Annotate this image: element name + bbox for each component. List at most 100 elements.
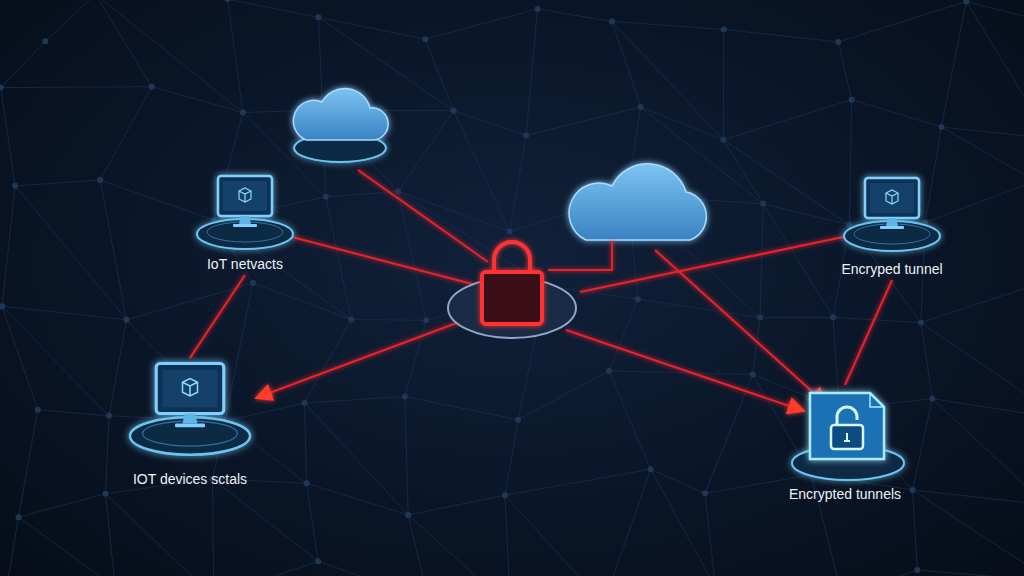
mesh-line <box>510 135 526 231</box>
secure-document-icon <box>760 383 930 485</box>
mesh-line <box>763 204 849 225</box>
monitor-icon <box>822 172 962 260</box>
mesh-line <box>932 399 1024 505</box>
mesh-line <box>425 9 537 39</box>
mesh-line <box>408 515 510 576</box>
mesh-line <box>612 21 724 29</box>
connection-lines <box>256 170 848 411</box>
mesh-line <box>305 403 409 515</box>
mesh-line <box>852 100 942 127</box>
mesh-line <box>505 469 651 495</box>
mesh-line <box>505 420 518 495</box>
mesh-dot <box>149 84 155 90</box>
mesh-line <box>305 403 307 483</box>
mesh-line <box>833 317 921 322</box>
mesh-line <box>100 180 214 220</box>
connector-line <box>190 275 245 358</box>
mesh-dot <box>914 567 920 573</box>
mesh-line <box>651 469 716 576</box>
mesh-line <box>318 561 428 576</box>
mesh-line <box>100 87 152 180</box>
mesh-dot <box>606 368 612 374</box>
mesh-line <box>454 111 526 136</box>
mesh-line <box>18 494 105 517</box>
connection-line <box>548 241 612 270</box>
mesh-line <box>724 29 839 42</box>
device-node: Encrypted tunnels <box>754 383 936 503</box>
mesh-dot <box>849 97 855 103</box>
mesh-line <box>398 192 426 321</box>
mesh-dot <box>315 558 321 564</box>
mesh-dot <box>35 407 41 413</box>
mesh-line <box>612 21 723 139</box>
mesh-dot <box>323 194 329 200</box>
mesh-line <box>225 283 253 421</box>
mesh-dot <box>535 6 541 12</box>
mesh-dot <box>720 137 726 143</box>
cloud-icon <box>569 164 706 240</box>
node-label: IoT netvacts <box>169 255 321 273</box>
mesh-dot <box>395 189 401 195</box>
mesh-line <box>15 180 100 186</box>
connector-line <box>845 280 892 385</box>
mesh-line <box>318 17 322 110</box>
mesh-dot <box>250 280 256 286</box>
connection-line <box>256 318 470 398</box>
connection-line <box>655 250 826 404</box>
mesh-line <box>651 469 705 493</box>
mesh-dot <box>422 36 428 42</box>
device-node: IoT netvacts <box>169 170 321 273</box>
mesh-line <box>917 570 1024 576</box>
mesh-dot <box>760 201 766 207</box>
mesh-dot <box>609 18 615 24</box>
mesh-line <box>921 323 1024 419</box>
mesh-line <box>723 140 763 204</box>
mesh-line <box>760 317 833 318</box>
mesh-dot <box>648 466 654 472</box>
connection-line <box>566 330 804 411</box>
mesh-line <box>2 306 38 409</box>
mesh-line <box>913 399 933 490</box>
mesh-line <box>638 299 760 317</box>
mesh-line <box>913 490 1024 576</box>
mesh-line <box>326 197 352 320</box>
mesh-line <box>18 410 37 517</box>
mesh-line <box>2 306 109 416</box>
mesh-line <box>105 416 108 494</box>
connection-line <box>580 236 848 292</box>
mesh-dot <box>423 317 429 323</box>
connection-line <box>358 170 488 262</box>
mesh-line <box>941 127 1024 139</box>
mesh-dot <box>12 183 18 189</box>
mesh-line <box>760 204 763 318</box>
mesh-dot <box>405 512 411 518</box>
mesh-line <box>966 1 1024 138</box>
mesh-dot <box>124 317 130 323</box>
mesh-dot <box>97 177 103 183</box>
mesh-line <box>425 39 453 111</box>
mesh-line <box>213 479 319 561</box>
mesh-line <box>305 319 352 403</box>
mesh-dot <box>303 480 309 486</box>
mesh-line <box>227 0 242 112</box>
mesh-line <box>505 495 604 576</box>
mesh-dot <box>635 296 641 302</box>
mesh-line <box>1 86 152 88</box>
mesh-line <box>405 396 518 419</box>
mesh-line <box>127 320 225 421</box>
mesh-dot <box>0 85 4 91</box>
mesh-line <box>15 186 126 320</box>
mesh-line <box>641 107 724 140</box>
mesh-line <box>925 181 1024 223</box>
mesh-dot <box>523 132 529 138</box>
mesh-dot <box>702 490 708 496</box>
mesh-line <box>941 1 966 126</box>
mesh-line <box>538 9 612 22</box>
mesh-line <box>4 517 18 576</box>
mesh-line <box>838 42 851 100</box>
mesh-line <box>405 320 426 396</box>
mesh-dot <box>502 492 508 498</box>
mesh-line <box>1 41 46 87</box>
mesh-line <box>753 318 760 375</box>
monitor-icon <box>105 356 275 470</box>
